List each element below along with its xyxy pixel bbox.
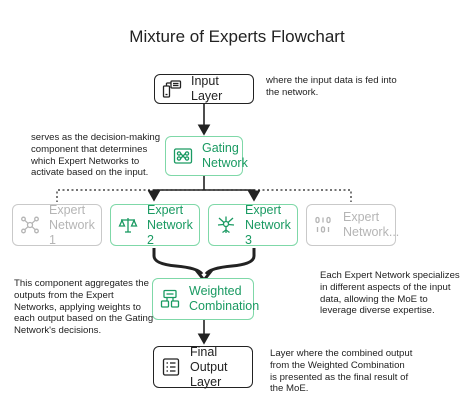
expert-network-2-label: Expert Network 2 [147,203,199,248]
gating-note-line: activate based on the input. [31,167,149,179]
experts-note-line: data, allowing the MoE to [320,293,428,305]
gating-note: serves as the decision-making component … [31,132,160,179]
input-note: where the input data is fed into the net… [266,75,397,99]
binary-icon [313,214,335,236]
expert2-label-line2: Network 2 [147,217,193,247]
gating-network-label: Gating Network [202,141,248,171]
network-grid-icon [172,145,194,167]
keyboard-device-icon [161,78,183,100]
weighted-note-line: This component aggregates the [14,278,149,289]
output-note-line: the MoE. [270,383,309,395]
input-note-line: the network. [266,86,319,98]
final-output-layer-node: Final Output Layer [153,345,253,390]
gating-note-line: component that determines [31,143,148,155]
document-list-icon [160,356,182,378]
final-output-layer-label: Final Output Layer [190,345,252,390]
gating-network-node: Gating Network [165,136,248,176]
experts-note-line: Each Expert Network specializes [320,270,460,281]
output-note-line: is presented as the final result of [270,371,409,383]
expertn-label-line1: Expert [343,210,380,224]
weighted-combination-label: Weighted Combination [189,284,259,314]
edge-split-expert2 [147,189,204,202]
edge-split-expertn [204,189,352,202]
edge-split-expert3 [204,189,261,202]
expert-network-3-node: Expert Network 3 [208,203,298,248]
weighted-note-line: each output based on the Gating [14,313,154,325]
expert1-label-line1: Expert [49,202,86,217]
edge-split-expert1 [56,189,204,202]
gating-label-line1: Gating [202,141,239,155]
weighted-combination-node: Weighted Combination [152,278,259,320]
gating-note-line: serves as the decision-making [31,132,161,143]
gating-label-line2: Network [202,156,248,170]
weighted-note-line: Network's decisions. [14,325,102,337]
weighted-note-line: Networks, applying weights to [14,301,141,313]
gating-note-line: which Expert Networks to [31,155,140,167]
input-layer-label: Input Layer [191,74,223,103]
expert3-label-line1: Expert [245,202,282,217]
expert-network-1-label: Expert Network 1 [49,203,101,248]
input-note-line: where the input data is fed into [266,75,397,86]
expertn-label-line2: Network... [343,225,400,239]
output-note-line: Layer where the combined output [270,348,413,359]
experts-note: Each Expert Network specializes in diffe… [320,270,460,317]
expert2-label-line1: Expert [147,202,184,217]
edge-expert3-weighted [204,248,256,275]
data-transfer-icon [159,288,181,310]
output-label-line1: Final Output [190,344,228,374]
expert-network-3-label: Expert Network 3 [245,203,297,248]
edge-expert2-weighted [152,248,204,275]
weighted-note: This component aggregates the outputs fr… [14,278,153,337]
experts-note-line: in different aspects of the input [320,281,451,293]
weighted-label-line2: Combination [189,299,260,313]
output-note: Layer where the combined output from the… [270,348,412,395]
output-note-line: from the Weighted Combination [270,359,405,371]
input-layer-node: Input Layer [154,74,254,104]
expert3-label-line2: Network 3 [245,217,291,247]
neuron-icon [215,214,237,236]
molecule-icon [19,214,41,236]
expert1-label-line2: Network 1 [49,217,95,247]
expert-network-1-node: Expert Network 1 [12,203,102,248]
output-label-line2: Layer [190,374,222,389]
weighted-note-line: outputs from the Expert [14,289,114,301]
weighted-label-line1: Weighted [189,284,242,298]
diagram-title: Mixture of Experts Flowchart [129,27,345,46]
experts-note-line: leverage diverse expertise. [320,305,435,317]
expert-network-n-label: Expert Network... [343,210,399,240]
expert-network-2-node: Expert Network 2 [110,203,200,248]
balance-scale-icon [117,214,139,236]
expert-network-n-node: Expert Network... [306,204,399,246]
